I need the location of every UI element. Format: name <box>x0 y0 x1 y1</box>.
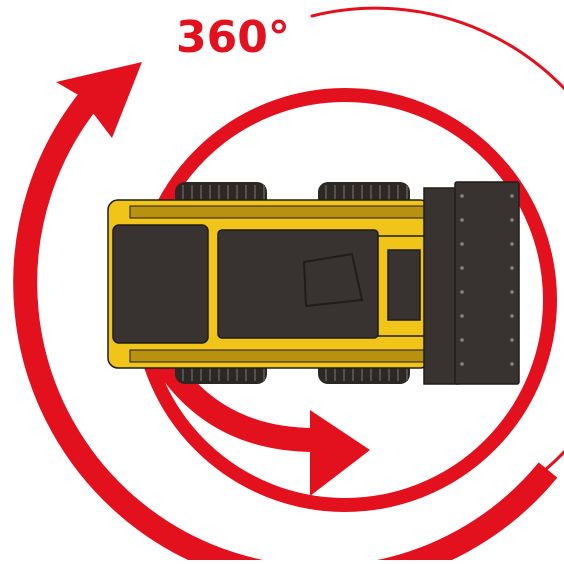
rivet <box>510 194 514 198</box>
skid-steer-loader <box>107 181 520 385</box>
rivet <box>460 362 464 366</box>
inner-arrow-head-icon <box>310 410 370 496</box>
rivet <box>460 242 464 246</box>
rotation-degree-label: 360° <box>176 12 290 63</box>
engine-cover <box>112 224 209 344</box>
cab-hatch <box>302 252 364 308</box>
outer-rotation-arc <box>13 88 558 564</box>
rivet <box>460 194 464 198</box>
rivet <box>510 314 514 318</box>
front-grille <box>387 249 421 321</box>
rivet <box>510 266 514 270</box>
operator-cab <box>217 229 379 339</box>
rivet <box>460 314 464 318</box>
outer-arrow-head-icon <box>56 62 142 138</box>
lift-arm-right <box>129 349 431 363</box>
rivet <box>510 362 514 366</box>
rivet <box>460 290 464 294</box>
rivet <box>510 242 514 246</box>
bucket-back <box>423 187 459 385</box>
rivet <box>510 290 514 294</box>
bucket-rivets <box>460 194 514 366</box>
bucket <box>454 181 520 385</box>
rivet <box>510 338 514 342</box>
rivet <box>460 218 464 222</box>
rivet <box>510 218 514 222</box>
lift-arm-left <box>129 205 431 219</box>
rivet <box>460 266 464 270</box>
outer-thin-arc <box>310 6 564 472</box>
rivet <box>460 338 464 342</box>
